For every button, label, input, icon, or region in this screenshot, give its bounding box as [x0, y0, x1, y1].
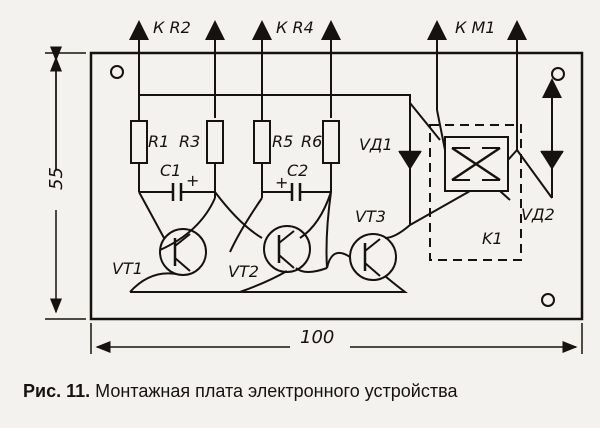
label-k-r2: К R2: [153, 18, 191, 37]
transistor-vt3: [349, 233, 397, 281]
resistor-r1: [130, 120, 148, 164]
diode-vd2: [540, 151, 564, 170]
resistor-r6: [322, 120, 340, 164]
dimension-height: 55: [46, 167, 67, 190]
label-r1: R1: [148, 132, 169, 151]
board-outline: [89, 51, 584, 321]
label-c1-plus: +: [186, 171, 199, 190]
label-r6: R6: [301, 132, 322, 151]
transistor-vt2: [263, 225, 311, 273]
label-c1: C1: [160, 161, 181, 180]
label-r5: R5: [272, 132, 293, 151]
mounting-hole: [541, 293, 555, 307]
label-vt3: VT3: [355, 207, 386, 226]
relay-k1-outline: [429, 124, 522, 261]
label-c2: C2: [287, 161, 308, 180]
label-k1: K1: [482, 229, 503, 248]
mounting-hole: [551, 67, 565, 81]
relay-k1-body: [444, 136, 509, 192]
caption-number: Рис. 11.: [23, 381, 91, 401]
label-vt1: VT1: [112, 259, 143, 278]
label-r3: R3: [179, 132, 200, 151]
diode-vd1: [398, 151, 422, 170]
label-vd1: VД1: [359, 135, 393, 154]
power-rail: [139, 94, 411, 225]
dimension-width: 100: [300, 327, 334, 348]
resistor-r5: [253, 120, 271, 164]
label-k-r4: К R4: [276, 18, 314, 37]
transistor-vt1: [159, 228, 207, 276]
label-k-m1: К М1: [455, 18, 495, 37]
caption-text: Монтажная плата электронного устройства: [95, 381, 458, 401]
mounting-hole: [110, 65, 124, 79]
figure-caption: Рис. 11. Монтажная плата электронного ус…: [23, 381, 593, 402]
label-vt2: VT2: [228, 262, 259, 281]
label-c2-plus: +: [275, 173, 288, 192]
resistor-r3: [206, 120, 224, 164]
label-vd2: VД2: [521, 205, 555, 224]
